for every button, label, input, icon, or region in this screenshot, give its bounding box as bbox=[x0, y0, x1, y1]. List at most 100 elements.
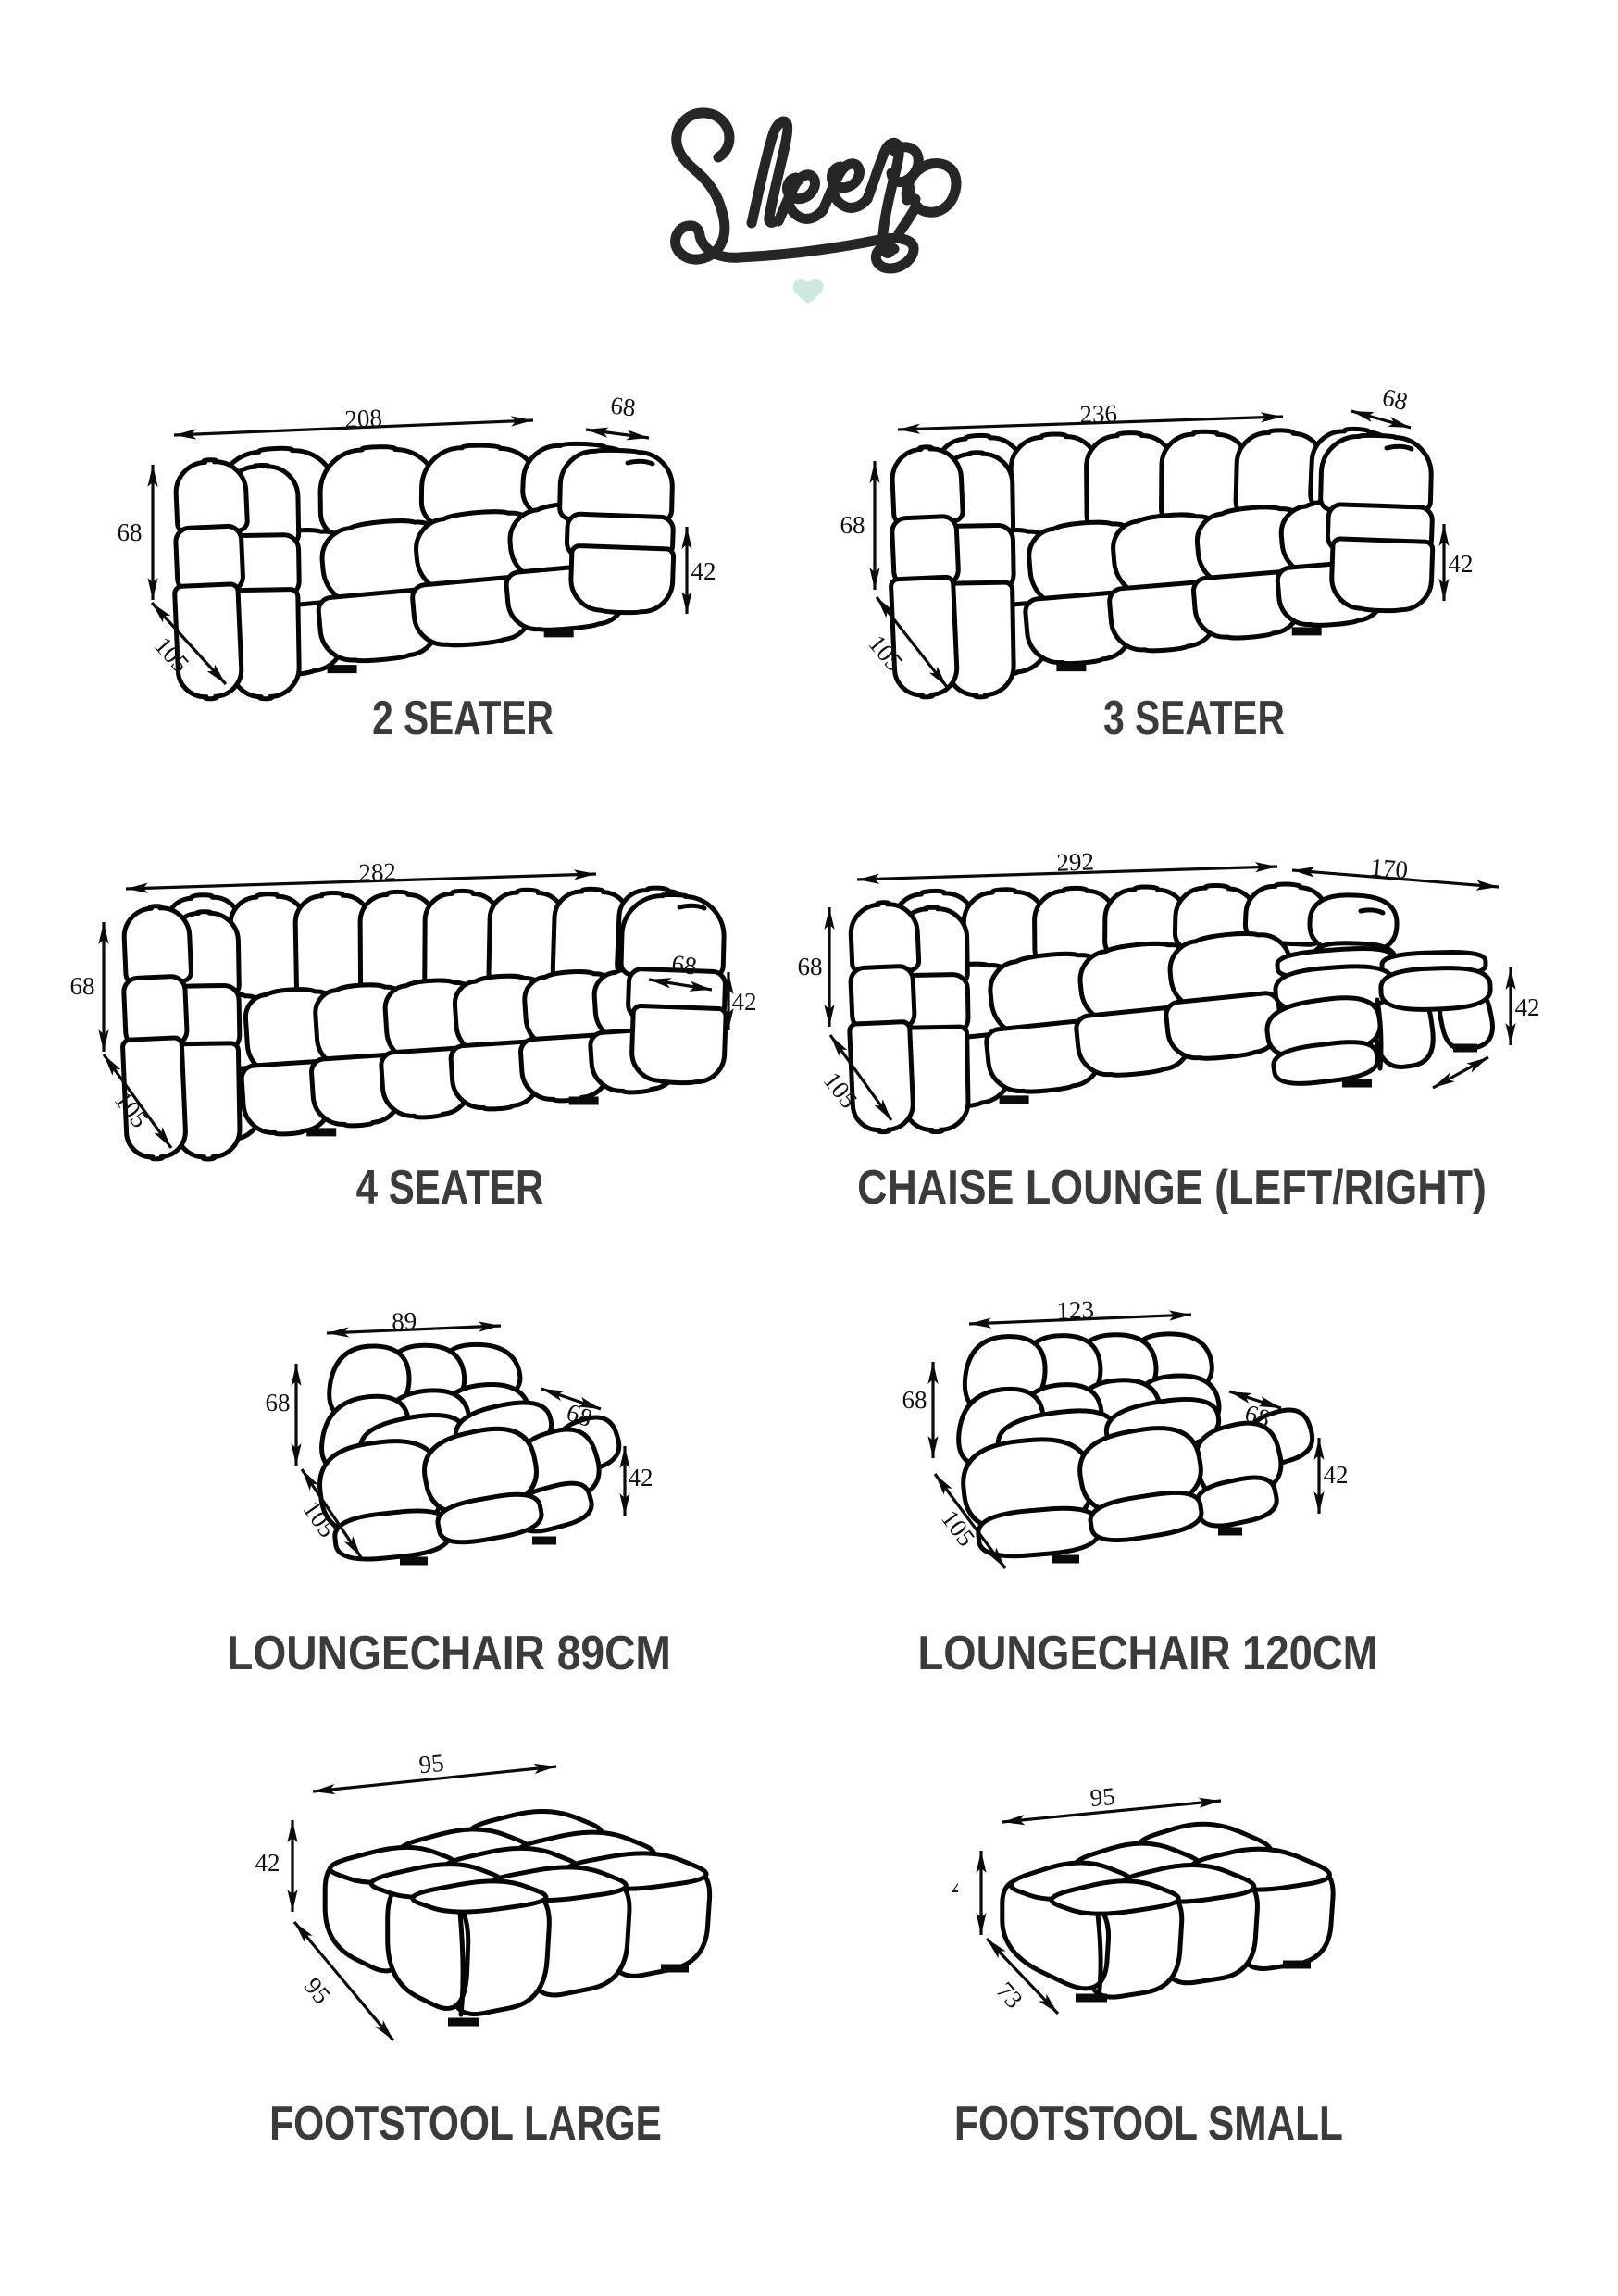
dimension-arrow bbox=[326, 1321, 502, 1338]
dimension-arrow bbox=[147, 465, 158, 600]
product-label-footstool-small: FOOTSTOOL SMALL bbox=[954, 2097, 1343, 2151]
dim-value-width: 123 bbox=[1056, 1295, 1095, 1324]
dimension-arrow bbox=[869, 461, 880, 590]
sleepo-script-logo: Sleepo bbox=[670, 107, 962, 304]
product-label-chaise-lounge: CHAISE LOUNGE (LEFT/RIGHT) bbox=[857, 1161, 1487, 1215]
dim-value-height: 68 bbox=[902, 1386, 927, 1414]
dim-value-height: 68 bbox=[118, 518, 143, 546]
furniture-feet bbox=[1052, 1527, 1242, 1564]
furniture-feet bbox=[1076, 1960, 1311, 2003]
dimension-arrow bbox=[1350, 409, 1412, 430]
footstool-large-drawing: 95 42 95 bbox=[255, 1749, 713, 2042]
dim-value-seat-height: 42 bbox=[1324, 1461, 1349, 1489]
dimension-arrow bbox=[875, 596, 949, 688]
furniture-feet bbox=[1342, 1043, 1477, 1088]
logo-lettering bbox=[670, 107, 962, 274]
product-label-loungechair-89: LOUNGECHAIR 89CM bbox=[227, 1627, 671, 1680]
dim-value-width: 95 bbox=[417, 1749, 445, 1779]
dimension-arrow bbox=[150, 601, 228, 686]
dim-value-width: 89 bbox=[392, 1307, 417, 1336]
dim-value-depth: 73 bbox=[991, 1977, 1028, 2014]
dimension-arrow bbox=[300, 1468, 363, 1558]
dim-value-seat-depth: 68 bbox=[1379, 382, 1410, 416]
dimension-arrow bbox=[933, 1473, 1007, 1569]
chair-drawing bbox=[956, 1331, 1315, 1564]
dimension-arrow bbox=[291, 1364, 302, 1466]
sofa-drawing bbox=[172, 441, 677, 702]
dimension-arrow bbox=[125, 869, 597, 893]
dimension-arrow bbox=[1432, 1055, 1489, 1090]
dim-value-width: 95 bbox=[1089, 1782, 1116, 1812]
dimension-arrow bbox=[828, 1034, 893, 1121]
product-label-loungechair-120: LOUNGECHAIR 120CM bbox=[917, 1627, 1378, 1680]
dim-value-height: 68 bbox=[798, 953, 823, 980]
dim-value-width: 282 bbox=[358, 857, 397, 886]
sofa-drawing bbox=[889, 426, 1436, 700]
dim-value-seat-depth: 68 bbox=[670, 949, 699, 980]
dim-value-seat-height: 42 bbox=[1515, 993, 1540, 1021]
dimension-arrow bbox=[312, 1763, 557, 1795]
dimension-arrow bbox=[856, 862, 1278, 884]
dim-value-seat-height: 42 bbox=[629, 1464, 653, 1491]
furniture-feet bbox=[327, 629, 574, 674]
dim-value-seat-depth: 68 bbox=[609, 392, 637, 422]
dimension-arrow bbox=[1313, 1438, 1325, 1514]
product-label-footstool-large: FOOTSTOOL LARGE bbox=[269, 2097, 662, 2151]
dimension-arrow bbox=[927, 1362, 939, 1458]
dim-value-height: 42 bbox=[952, 1874, 977, 1902]
dim-value-height: 68 bbox=[266, 1389, 291, 1416]
dimension-arrow bbox=[173, 416, 534, 440]
dim-value-width: 292 bbox=[1056, 847, 1095, 876]
dimension-arrow bbox=[723, 972, 734, 1030]
dimension-arrow bbox=[1438, 524, 1450, 601]
dim-value-seat-height: 42 bbox=[691, 557, 716, 585]
dim-value-width: 236 bbox=[1079, 399, 1118, 428]
dimension-arrow bbox=[619, 1446, 630, 1516]
dim-value-seat-height: 42 bbox=[1449, 550, 1474, 578]
furniture-feet bbox=[448, 1964, 689, 2027]
dim-value-height: 68 bbox=[70, 972, 95, 1000]
dimension-arrow bbox=[1505, 967, 1516, 1045]
dimension-arrow bbox=[976, 1851, 987, 1935]
dimension-arrow bbox=[897, 412, 1284, 434]
dim-value-seat-height: 42 bbox=[732, 988, 757, 1016]
dim-value-chaise-length: 170 bbox=[1369, 853, 1409, 883]
dimension-arrow bbox=[968, 1310, 1192, 1329]
dimension-arrow bbox=[541, 1387, 602, 1411]
furniture-feet bbox=[1056, 627, 1322, 672]
dimension-arrow bbox=[98, 922, 109, 1052]
sofa-drawing bbox=[847, 881, 1495, 1135]
dimension-arrow bbox=[292, 1920, 395, 2042]
heart-icon bbox=[792, 279, 824, 304]
product-label-3-seater: 3 SEATER bbox=[1103, 692, 1285, 745]
dimension-arrow bbox=[681, 527, 692, 614]
sofa-drawing bbox=[120, 885, 728, 1162]
product-label-2-seater: 2 SEATER bbox=[372, 692, 554, 745]
dim-value-depth: 95 bbox=[299, 1972, 336, 2009]
footstool-drawing bbox=[1000, 1821, 1336, 2003]
chair-drawing bbox=[317, 1341, 622, 1566]
dimension-arrow bbox=[1291, 867, 1500, 891]
product-label-4-seater: 4 SEATER bbox=[355, 1161, 544, 1215]
dim-value-height: 42 bbox=[255, 1849, 280, 1877]
footstool-drawing bbox=[322, 1809, 713, 2027]
furniture-feet bbox=[400, 1536, 556, 1566]
furniture-feet bbox=[306, 1096, 599, 1137]
footstool-small-drawing: 95 42 73 bbox=[952, 1782, 1336, 2015]
dimension-arrow bbox=[1002, 1797, 1222, 1826]
dimension-arrow bbox=[985, 1937, 1060, 2015]
dim-value-height: 68 bbox=[840, 511, 865, 539]
dimension-arrow bbox=[824, 907, 835, 1027]
dimension-arrow bbox=[287, 1820, 298, 1912]
dim-value-width: 208 bbox=[344, 404, 383, 433]
dimension-arrow bbox=[1228, 1390, 1282, 1410]
dimension-arrow bbox=[102, 1054, 173, 1149]
dimension-arrow bbox=[585, 427, 650, 441]
